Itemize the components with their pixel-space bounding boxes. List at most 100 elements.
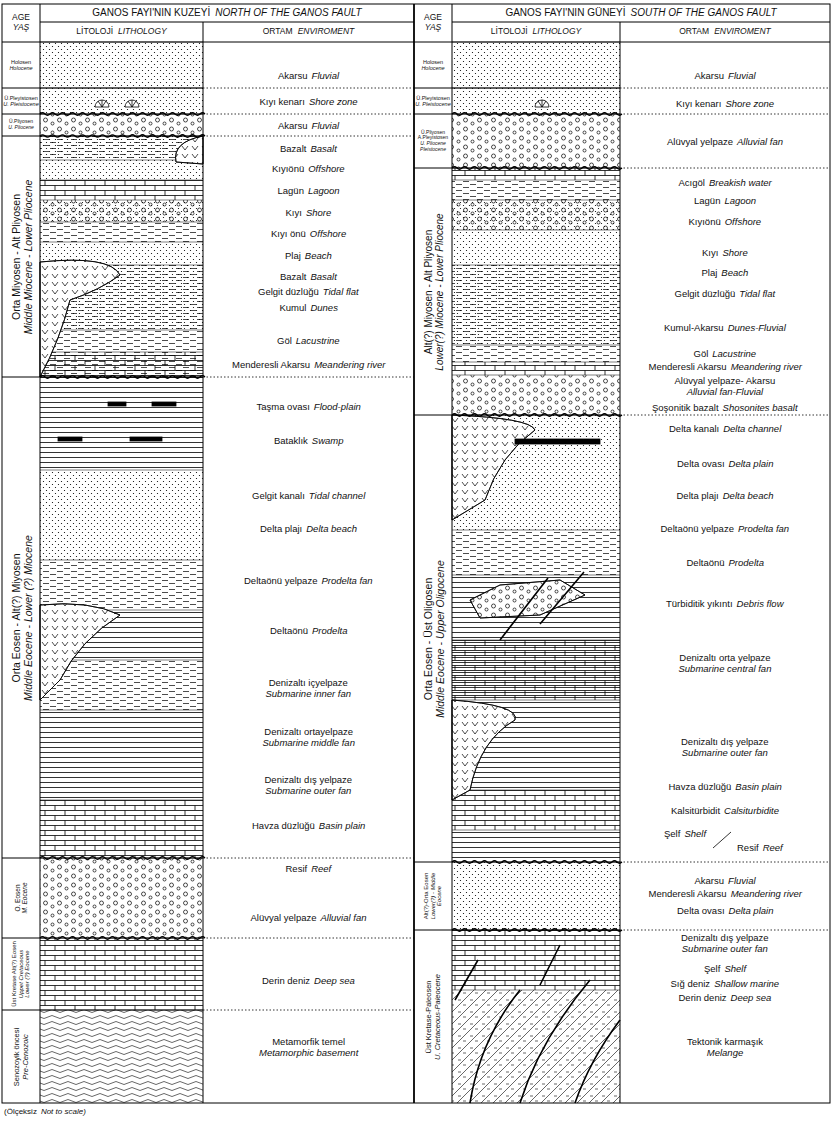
environment-tr: Menderesli Akarsu: [232, 359, 310, 370]
cell-text: Lower(?) - Middle Eocene: [430, 865, 444, 927]
environment-label: DeltaönüProdelta: [270, 625, 347, 636]
bed-boundary: [452, 345, 620, 346]
environment-en: Fluvial: [312, 70, 339, 81]
environment-label: Türbiditik yıkıntıDebris flow: [666, 598, 784, 609]
environment-label: Delta ovasıDelta plain: [677, 905, 773, 916]
cell-text: Orta Eosen - Alt(?) Miyosen: [9, 553, 21, 682]
environment-label: Gelgit düzlüğüTidal flat: [258, 286, 359, 297]
lithology-fill: [452, 114, 620, 168]
environment-tr: Delta ovası: [677, 905, 725, 916]
environment-en: Lacustrine: [712, 348, 756, 359]
lithology-band: [452, 790, 620, 830]
environment-en: Meandering river: [314, 359, 385, 370]
environment-label: Metamorfik temelMetamorphic basement: [259, 1036, 358, 1058]
footnote-text: (Ölçeksiz: [4, 1107, 37, 1116]
cell-text-wrap: GANOS FAYI'NIN GÜNEYİSOUTH OF THE GANOS …: [453, 4, 829, 22]
environment-label: Denizaltı dış yelpazeSubmarine outer fan: [681, 932, 769, 954]
environment-tr: Denizaltı ortayelpaze: [263, 726, 355, 737]
environment-tr: Delta plajı: [677, 490, 719, 501]
lithology-fill: [40, 352, 203, 377]
cell-text-wrap: Alt(?)-Orta EosenLower(?) - Middle Eocen…: [416, 865, 450, 927]
cell-text: U. Pliocene Pleistocene: [415, 141, 451, 153]
cell-text: O. Eosen: [14, 884, 21, 911]
environment-en: Reef: [311, 863, 331, 874]
cell-text-wrap: ORTAMENVIROMENT: [621, 22, 829, 42]
age-cell: Orta Miyosen - Alt PliyosenMiddle Miocen…: [2, 136, 40, 377]
age-cell: Orta Eosen - Alt(?) MiyosenMiddle Eocene…: [2, 377, 40, 858]
header-cell: GANOS FAYI'NIN GÜNEYİSOUTH OF THE GANOS …: [452, 4, 830, 22]
environment-tr: Resif: [737, 842, 759, 853]
environment-divider: [203, 377, 414, 378]
environment-tr: Alüvyal yelpaze: [667, 136, 733, 147]
age-cell: O. EosenM. Eocene: [2, 858, 40, 938]
basalt-body: [40, 604, 120, 700]
debris-flow: [470, 580, 585, 618]
environment-en: Basalt: [310, 271, 336, 282]
environment-en: Lagoon: [308, 185, 340, 196]
basalt-body: [176, 136, 203, 164]
environment-label: Deltaönü yelpazeProdelta fan: [661, 523, 790, 534]
environment-en: Submarine outer fan: [681, 943, 769, 954]
environment-en: Tidal channel: [309, 490, 365, 501]
environment-en: Deep sea: [314, 975, 355, 986]
cell-text: Orta Eosen - Üst Oligosen: [421, 577, 433, 700]
environment-en: Submarine outer fan: [265, 785, 353, 796]
environment-en: Breakish water: [709, 177, 772, 188]
cell-text: Middle Eocene - Lower (?) Miocene: [21, 535, 33, 701]
lithology-fill: [40, 88, 203, 114]
environment-en: Shelf: [724, 963, 746, 974]
environment-label: Kıyı kenarıShore zone: [676, 98, 774, 109]
lithology-band: [452, 375, 620, 415]
bed-boundary: [452, 530, 620, 531]
footnote-text: Not to scale): [41, 1107, 86, 1116]
environment-label: LagünLagoon: [278, 185, 340, 196]
environment-divider: [620, 88, 830, 89]
lithology-fill: [40, 938, 203, 1010]
cell-text-wrap: Üst Kretase Alt(?) EosenUppet Cretaceous…: [4, 941, 38, 1007]
bed-boundary: [40, 470, 203, 471]
unconformity: [40, 937, 205, 940]
lithology-fill: [40, 352, 203, 377]
environment-en: Prodelta fan: [738, 523, 789, 534]
cell-text: SOUTH OF THE GANOS FAULT: [630, 7, 776, 19]
environment-en: Shelf: [684, 828, 706, 839]
environment-tr: Alüvyal yelpaze: [251, 912, 317, 923]
cell-text: U. Pliocene: [8, 125, 34, 131]
environment-label: GölLacustrine: [694, 348, 757, 359]
cell-text: Uppet Cretaceous Lower (?) Eocene: [18, 941, 32, 1007]
environment-label: BazaltBasalt: [280, 271, 337, 282]
environment-en: Beach: [721, 267, 748, 278]
bed-boundary: [452, 575, 620, 576]
lithology-band: [40, 938, 203, 1010]
lithology-band: [40, 180, 203, 200]
cell-text: AGE: [12, 13, 30, 23]
bed-boundary: [452, 790, 620, 791]
lithology-band: [452, 114, 620, 168]
age-cell: Ü.PleyistosenU. Pleistocene: [414, 88, 452, 114]
environment-tr: Kumul: [280, 302, 307, 313]
environment-en: Delta beach: [306, 523, 357, 534]
environment-en: Submarine inner fan: [266, 688, 352, 699]
environment-tr: Resif: [286, 863, 308, 874]
cell-text: YAŞ: [425, 23, 442, 33]
environment-divider: [620, 415, 830, 416]
coal-bed: [152, 402, 176, 406]
bed-boundary: [452, 180, 620, 181]
lithology-band: [452, 830, 620, 862]
age-cell: Ü.PliyosenU. Pliocene: [2, 114, 40, 136]
unconformity: [452, 414, 622, 417]
environment-label: KıyıönüOffshore: [689, 216, 762, 227]
cell-text: Senozoyik öncesi: [12, 1027, 21, 1085]
lithology-band: [40, 710, 203, 800]
lithology-fill: [40, 180, 203, 200]
unconformity: [40, 376, 205, 379]
environment-en: Submarine central fan: [679, 663, 772, 674]
header-cell: LİTOLOJİLITHOLOGY: [40, 22, 203, 42]
environment-tr: Derin deniz: [679, 992, 727, 1003]
environment-label: ResifReef: [737, 842, 783, 853]
cell-text-wrap: O. EosenM. Eocene: [4, 861, 38, 935]
cell-text-wrap: HolosenHolocene: [3, 43, 39, 87]
basalt-body: [40, 260, 120, 377]
age-boundary: [2, 858, 203, 859]
cell-text: Ü.Pliyosen A.Pleyistosen: [415, 130, 451, 142]
